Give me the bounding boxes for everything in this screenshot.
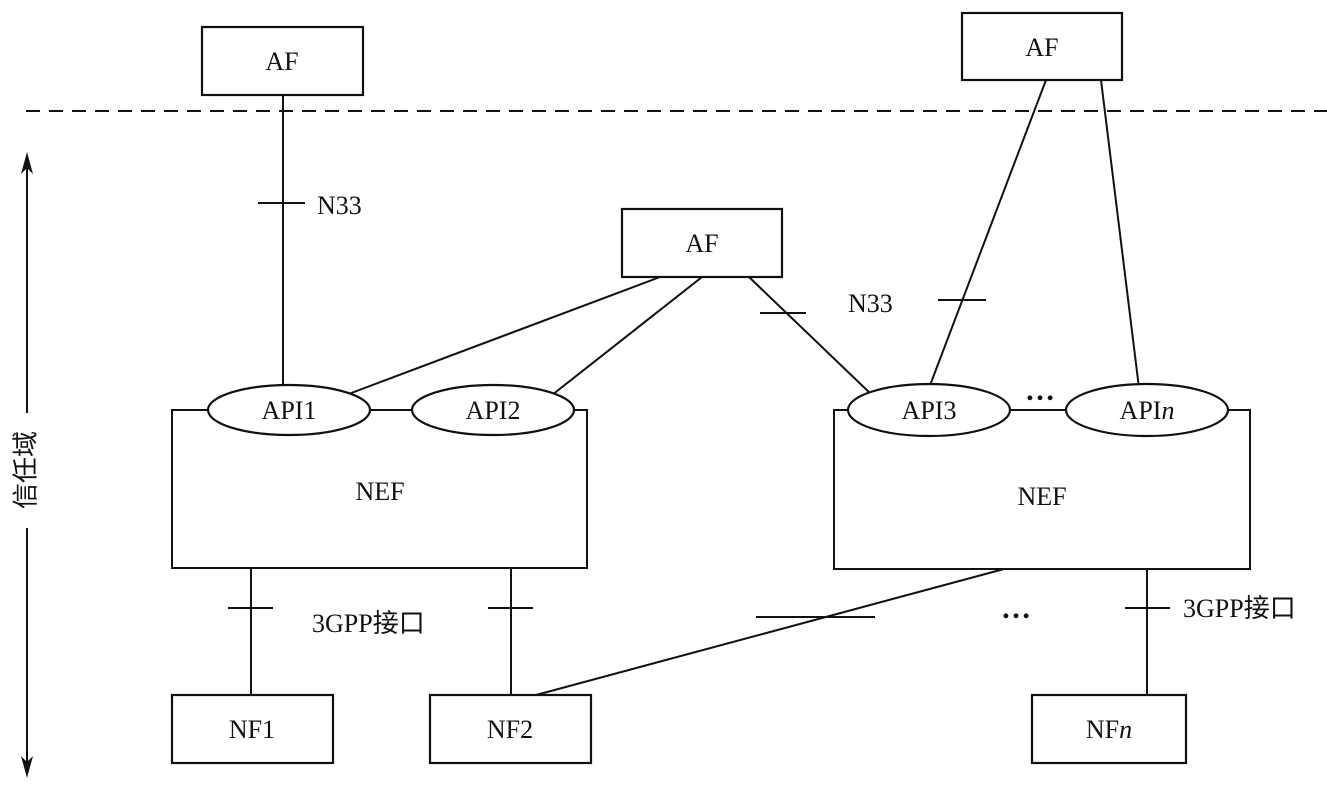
- gpp-interface-label-right: 3GPP接口: [1183, 594, 1296, 623]
- api2-node: API2: [410, 383, 576, 437]
- apin-label: APIn: [1120, 396, 1175, 425]
- arrow-up-icon: [21, 152, 33, 174]
- api1-node: API1: [206, 383, 372, 437]
- trust-domain-arrow: [21, 152, 33, 778]
- nf2-label: NF2: [487, 715, 533, 744]
- nef-left-label: NEF: [355, 477, 404, 506]
- nf-ellipsis: …: [1001, 592, 1031, 625]
- n33-label-middle: N33: [848, 289, 893, 318]
- af-node-right: AF: [960, 11, 1124, 82]
- af-middle-label: AF: [685, 229, 718, 258]
- arrow-down-icon: [21, 756, 33, 778]
- nef-node-right: NEF: [833, 409, 1251, 570]
- nf1-label: NF1: [229, 715, 275, 744]
- api3-label: API3: [902, 396, 957, 425]
- apin-node: APIn: [1064, 382, 1230, 438]
- nf2-node: NF2: [428, 693, 593, 765]
- link-nef-right-nf2: [535, 568, 1005, 696]
- link-af-right-api3: [928, 79, 1047, 389]
- nef-node-left: NEF: [171, 409, 588, 569]
- link-af-middle-api3: [748, 276, 873, 396]
- nf1-node: NF1: [170, 693, 335, 765]
- api2-label: API2: [466, 396, 521, 425]
- api3-node: API3: [846, 382, 1012, 438]
- api-ellipsis: …: [1025, 374, 1055, 407]
- link-af-right-apin: [1100, 79, 1140, 389]
- nef-right-label: NEF: [1017, 482, 1066, 511]
- af-right-label: AF: [1025, 33, 1058, 62]
- af-left-label: AF: [265, 47, 298, 76]
- gpp-interface-label-left: 3GPP接口: [312, 609, 425, 638]
- af-node-middle: AF: [620, 207, 784, 279]
- api1-label: API1: [262, 396, 317, 425]
- nfn-label: NFn: [1086, 715, 1132, 744]
- n33-label-left: N33: [317, 191, 362, 220]
- link-af-middle-api1: [345, 276, 661, 396]
- af-node-left: AF: [200, 25, 365, 97]
- nfn-node: NFn: [1030, 693, 1188, 765]
- link-af-middle-api2: [551, 276, 703, 396]
- trust-domain-label: 信任域: [12, 431, 42, 509]
